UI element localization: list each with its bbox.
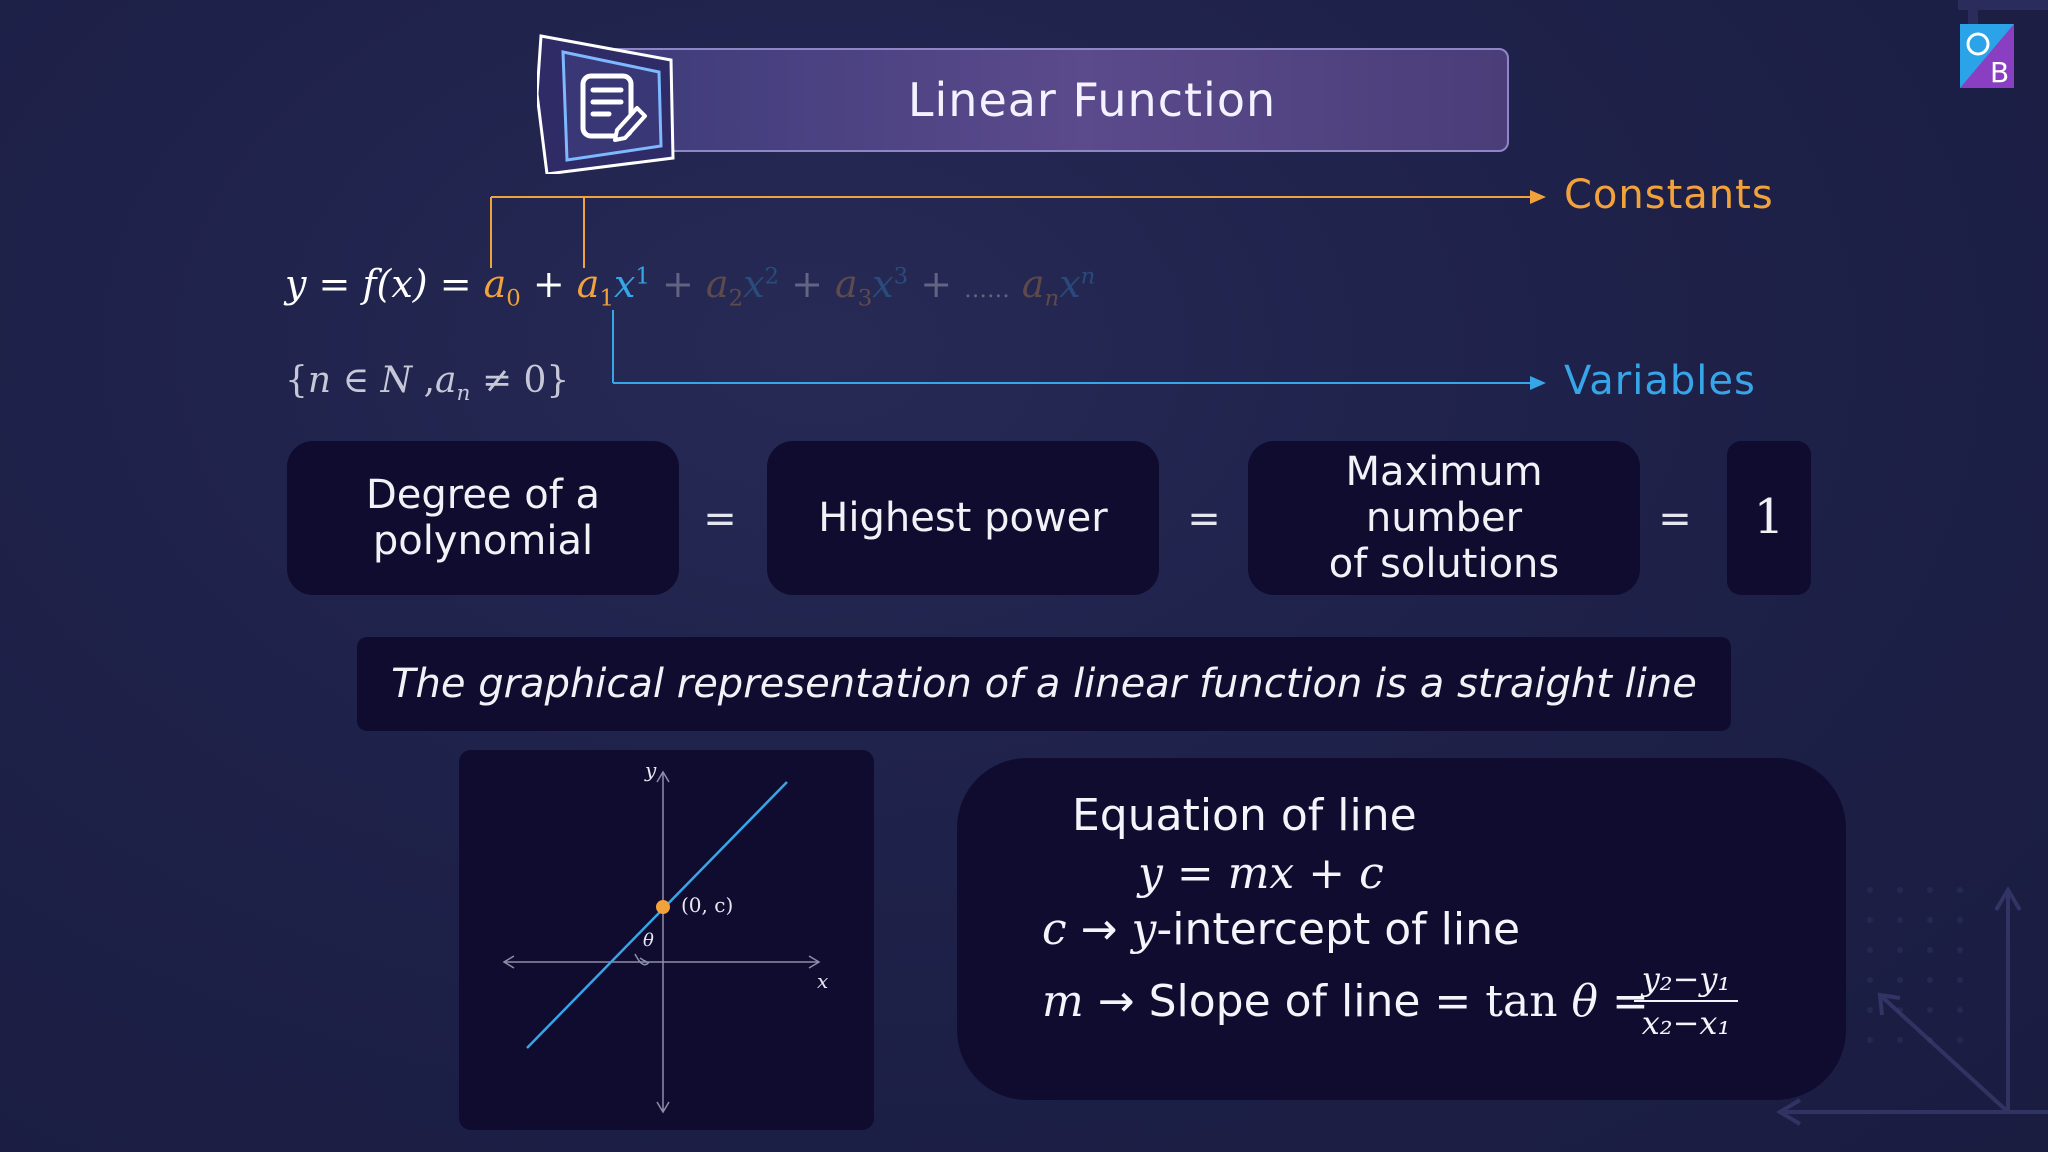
line-graph-svg: y x (0, c) θ (502, 758, 828, 1114)
equation-lhs: y = f(x) = (285, 262, 484, 306)
card-m-line: m → Slope of line = tan θ = (1042, 976, 1649, 1027)
variables-label: Variables (1564, 358, 1756, 404)
value-one-box: 1 (1727, 441, 1811, 595)
fraction-denominator: x₂−x₁ (1641, 1004, 1731, 1042)
fraction-numerator: y₂−y₁ (1634, 960, 1738, 1002)
equals-sign-3: = (1658, 496, 1692, 542)
card-c-line: c → y-intercept of line (1042, 904, 1521, 955)
card-formula: y = mx + c (1138, 848, 1384, 899)
document-edit-icon (535, 24, 679, 176)
page-title: Linear Function (907, 73, 1277, 127)
faded-terms: + a2x2 + a3x3 + …… anxn (649, 262, 1096, 312)
svg-text:B: B (1990, 56, 2009, 88)
point-label: (0, c) (681, 893, 733, 917)
x-axis-label: x (817, 969, 828, 993)
polynomial-equation: y = f(x) = a0 + a1x1 + a2x2 + a3x3 + …… … (285, 262, 1096, 312)
line-graph: y x (0, c) θ (459, 750, 874, 1130)
straight-line (526, 781, 788, 1049)
highest-power-box: Highest power (767, 441, 1159, 595)
angle-label: θ (643, 930, 654, 951)
y-axis-label: y (644, 758, 657, 782)
slope-fraction: y₂−y₁ x₂−x₁ (1634, 960, 1738, 1042)
title-bar (565, 48, 1509, 152)
intercept-point (656, 900, 670, 914)
term-a1: a1 (576, 262, 614, 312)
byjus-logo-icon: B (1960, 24, 2014, 89)
term-x1: x1 (613, 262, 650, 306)
equation-card (957, 758, 1846, 1100)
statement-banner: The graphical representation of a linear… (357, 637, 1731, 731)
card-heading: Equation of line (1072, 790, 1417, 841)
condition-set: {n ∈ N ,an ≠ 0} (285, 360, 570, 407)
equals-sign-1: = (703, 496, 737, 542)
term-a0: a0 (483, 262, 521, 312)
equals-sign-2: = (1187, 496, 1221, 542)
constants-label: Constants (1564, 172, 1774, 218)
